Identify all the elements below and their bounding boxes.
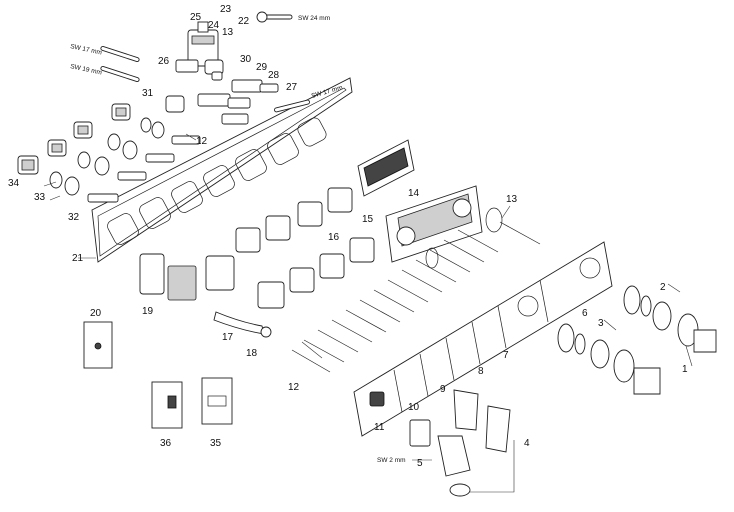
callout-28: 28 [268, 70, 280, 81]
callout-19: 19 [142, 306, 154, 317]
base-body [385, 185, 503, 269]
tool-label-sw2: SW 2 mm [377, 457, 406, 464]
frame-openings [107, 117, 327, 245]
callout-27: 27 [286, 82, 298, 93]
callout-23: 23 [220, 4, 232, 15]
callout-32: 32 [68, 212, 80, 223]
wrench-tools [100, 11, 310, 113]
callout-26: 26 [158, 56, 170, 67]
valve-cartridges [165, 21, 279, 125]
tool-label-sw17-upper: SW 17 mm [70, 43, 103, 57]
callout-8: 8 [478, 366, 484, 377]
callout-1: 1 [682, 364, 688, 375]
callout-numbers: 1 2 3 4 5 6 7 8 9 10 11 12 12 13 13 14 1… [8, 4, 688, 469]
thermostat-accessories [409, 389, 515, 497]
callout-17: 17 [222, 332, 234, 343]
callout-22: 22 [238, 16, 250, 27]
callout-5: 5 [417, 458, 423, 469]
callout-20: 20 [90, 308, 102, 319]
cover-plate [353, 241, 613, 437]
callout-2: 2 [660, 282, 666, 293]
stop-valves [17, 103, 201, 203]
callout-31: 31 [142, 88, 154, 99]
callout-11: 11 [374, 422, 385, 433]
callout-12-lower: 12 [288, 382, 300, 393]
callout-6: 6 [582, 308, 588, 319]
gaskets [139, 139, 415, 309]
callout-10: 10 [408, 402, 420, 413]
callout-4: 4 [524, 438, 530, 449]
callout-30: 30 [240, 54, 252, 65]
callout-16: 16 [328, 232, 340, 243]
hose-assembly [213, 311, 272, 338]
callout-7: 7 [503, 350, 509, 361]
callout-36: 36 [160, 438, 172, 449]
callout-12-upper: 12 [196, 136, 208, 147]
callout-13-right: 13 [506, 194, 518, 205]
screws [291, 221, 541, 373]
callout-13-upper: 13 [222, 27, 234, 38]
tool-label-sw19: SW 19 mm [70, 63, 103, 77]
standalone-plates [83, 321, 233, 429]
callout-18: 18 [246, 348, 258, 359]
callout-25: 25 [190, 12, 202, 23]
callout-33: 33 [34, 192, 46, 203]
callout-35: 35 [210, 438, 222, 449]
callout-29: 29 [256, 62, 268, 73]
mounting-frame [91, 77, 353, 263]
handle-components [557, 285, 717, 395]
callout-34: 34 [8, 178, 20, 189]
callout-21: 21 [72, 253, 84, 264]
callout-15: 15 [362, 214, 374, 225]
tool-label-sw24: SW 24 mm [298, 15, 330, 22]
callout-24: 24 [208, 20, 220, 31]
leader-lines [43, 133, 693, 461]
callout-3: 3 [598, 318, 604, 329]
callout-14: 14 [408, 188, 420, 199]
callout-9: 9 [440, 384, 446, 395]
